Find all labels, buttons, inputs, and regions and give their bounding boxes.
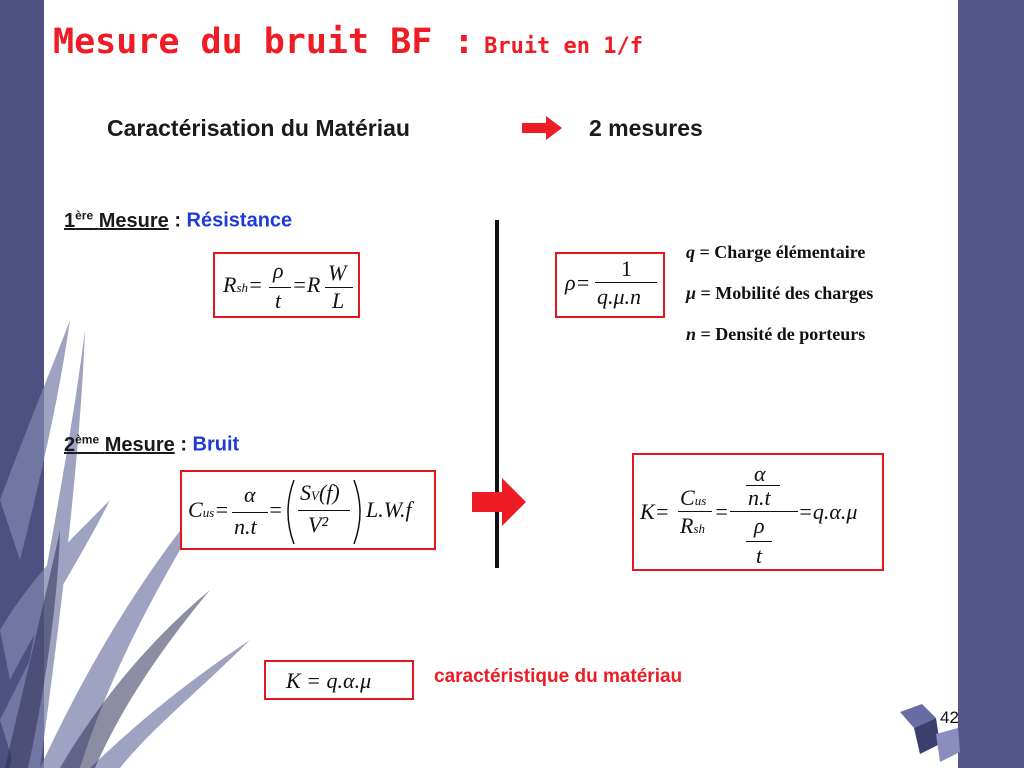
formula-box-noise: Cus= α n.t = SV(f) V² L.W.f [180, 470, 436, 550]
formula-box-resistance: Rsh= ρ t =R W L [213, 252, 360, 318]
right-arrow-icon [472, 478, 526, 526]
title-main: Mesure du bruit BF : [53, 22, 475, 62]
slide-title: Mesure du bruit BF : Bruit en 1/f [53, 22, 643, 62]
definition-item: n = Densité de porteurs [686, 324, 866, 344]
subtitle-left: Caractérisation du Matériau [107, 115, 410, 141]
formula-box-final: K = q.α.μ [264, 660, 414, 700]
measure2-heading: 2ème Mesure : Bruit [64, 432, 240, 456]
right-arrow-icon [522, 116, 562, 140]
parenthesis-icon [287, 479, 361, 545]
vertical-separator [495, 220, 499, 568]
definition-item: q = Charge élémentaire [686, 242, 866, 262]
formula-box-resistivity: ρ= 1 q.μ.n [555, 252, 665, 318]
footer-note: caractéristique du matériau [434, 666, 683, 687]
measure1-heading: 1ère Mesure : Résistance [64, 208, 293, 232]
formula-box-k: K= Cus Rsh = α n.t ρ t =q.α.μ [632, 453, 884, 571]
definitions-list: q = Charge élémentaire μ = Mobilité des … [686, 232, 873, 355]
page-number: 42 [940, 708, 959, 727]
subtitle-right: 2 mesures [589, 115, 703, 141]
right-band-decoration [958, 0, 1024, 768]
title-sub: Bruit en 1/f [484, 34, 644, 59]
definition-item: μ = Mobilité des charges [686, 283, 874, 303]
puzzle-logo-icon [900, 704, 960, 762]
